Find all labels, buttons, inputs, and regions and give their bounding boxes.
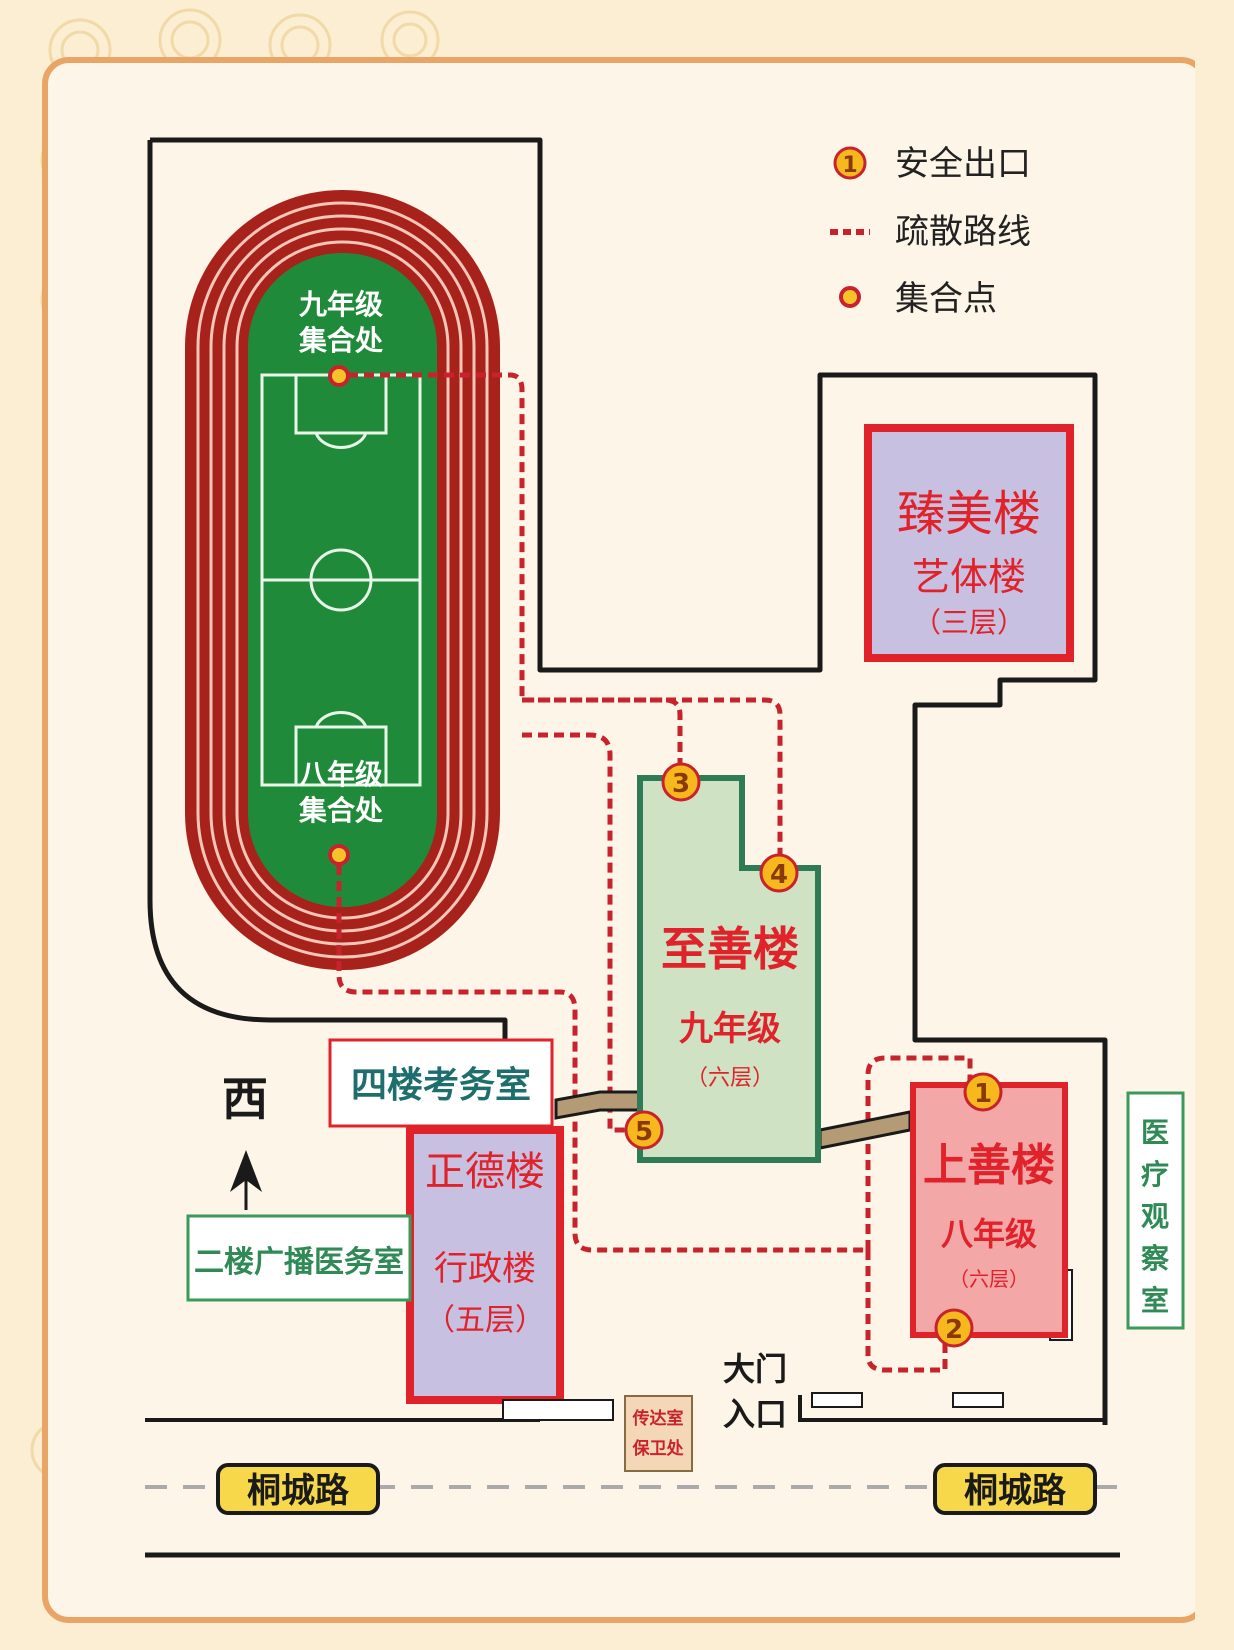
route-legend-label: 疏散路线 xyxy=(895,212,1031,252)
assembly-legend-icon xyxy=(839,286,861,308)
road-sign-right: 桐城路 xyxy=(933,1463,1097,1515)
shangshan-sub: 八年级 xyxy=(941,1215,1037,1253)
svg-text:3: 3 xyxy=(672,769,690,799)
medical-observation-char-4: 察 xyxy=(1141,1242,1170,1275)
svg-text:2: 2 xyxy=(945,1315,963,1345)
exit-marker-3: 3 xyxy=(661,762,701,802)
exit-legend-label: 安全出口 xyxy=(895,144,1031,184)
road-sign-left: 桐城路 xyxy=(216,1463,380,1515)
reception-label-1: 传达室 xyxy=(632,1408,684,1429)
road-name-left: 桐城路 xyxy=(247,1471,350,1511)
building-zhenmei: 臻美楼 艺体楼 （三层） xyxy=(864,424,1074,662)
medical-observation-box: 医 疗 观 察 室 xyxy=(1126,1091,1185,1330)
broadcast-medical-label: 二楼广播医务室 xyxy=(194,1245,404,1280)
grade9-assembly-label-2: 集合处 xyxy=(298,324,383,357)
right-edge-strip xyxy=(1195,60,1234,1620)
zhishan-sub: 九年级 xyxy=(679,1009,781,1049)
building-shangshan: 上善楼 八年级 （六层） xyxy=(910,1082,1073,1341)
zhenmei-sub: 艺体楼 xyxy=(912,555,1026,599)
reception-label-2: 保卫处 xyxy=(632,1438,685,1459)
exam-office-box: 四楼考务室 xyxy=(328,1038,554,1128)
field-markings xyxy=(260,373,422,787)
exit-marker-5: 5 xyxy=(624,1110,664,1150)
shangshan-name: 上善楼 xyxy=(923,1140,1055,1191)
exit-legend-marker: 1 xyxy=(842,153,857,178)
gate-label-1: 大门 xyxy=(723,1350,787,1388)
legend: 1 安全出口 疏散路线 集合点 xyxy=(830,144,1031,319)
zhishan-floors: （六层） xyxy=(686,1066,774,1091)
campus-wall xyxy=(147,137,1108,1425)
grade8-assembly-point xyxy=(328,844,350,866)
building-zhengde: 正德楼 行政楼 （五层） xyxy=(406,1126,564,1404)
medical-observation-char-1: 医 xyxy=(1141,1116,1169,1149)
exam-office-label: 四楼考务室 xyxy=(351,1065,531,1106)
grade9-assembly-point xyxy=(328,365,350,387)
reception-box xyxy=(624,1395,693,1472)
medical-observation-char-3: 观 xyxy=(1141,1200,1169,1233)
exit-legend-icon xyxy=(833,146,867,180)
grade8-assembly-label-1: 八年级 xyxy=(299,758,383,791)
compass: 西 xyxy=(222,1072,268,1210)
compass-west-label: 西 xyxy=(222,1072,268,1126)
shangshan-floors: （六层） xyxy=(949,1267,1029,1291)
svg-text:1: 1 xyxy=(974,1079,992,1109)
svg-text:5: 5 xyxy=(635,1117,653,1147)
grade9-assembly-label-1: 九年级 xyxy=(299,288,383,321)
exit-marker-4: 4 xyxy=(759,853,799,893)
evacuation-routes xyxy=(336,372,973,1373)
medical-observation-char-2: 疗 xyxy=(1141,1158,1169,1191)
zhengde-name: 正德楼 xyxy=(425,1149,545,1195)
road-name-right: 桐城路 xyxy=(964,1471,1067,1511)
gate-area: 传达室 保卫处 大门 入口 xyxy=(502,1350,1004,1472)
zhenmei-floors: （三层） xyxy=(913,606,1025,639)
exit-marker-1: 1 xyxy=(963,1072,1003,1112)
zhengde-sub: 行政楼 xyxy=(434,1249,536,1289)
north-arrow-icon xyxy=(230,1150,262,1192)
grade8-assembly-label-2: 集合处 xyxy=(298,794,383,827)
exit-marker-2: 2 xyxy=(934,1308,974,1348)
svg-text:4: 4 xyxy=(770,860,788,890)
medical-observation-char-5: 室 xyxy=(1141,1284,1169,1317)
zhishan-name: 至善楼 xyxy=(661,922,799,976)
broadcast-medical-box: 二楼广播医务室 xyxy=(186,1214,412,1302)
zhenmei-name: 臻美楼 xyxy=(897,486,1041,542)
gate-label-2: 入口 xyxy=(723,1395,787,1433)
assembly-legend-label: 集合点 xyxy=(895,279,997,319)
zhengde-floors: （五层） xyxy=(425,1303,545,1338)
